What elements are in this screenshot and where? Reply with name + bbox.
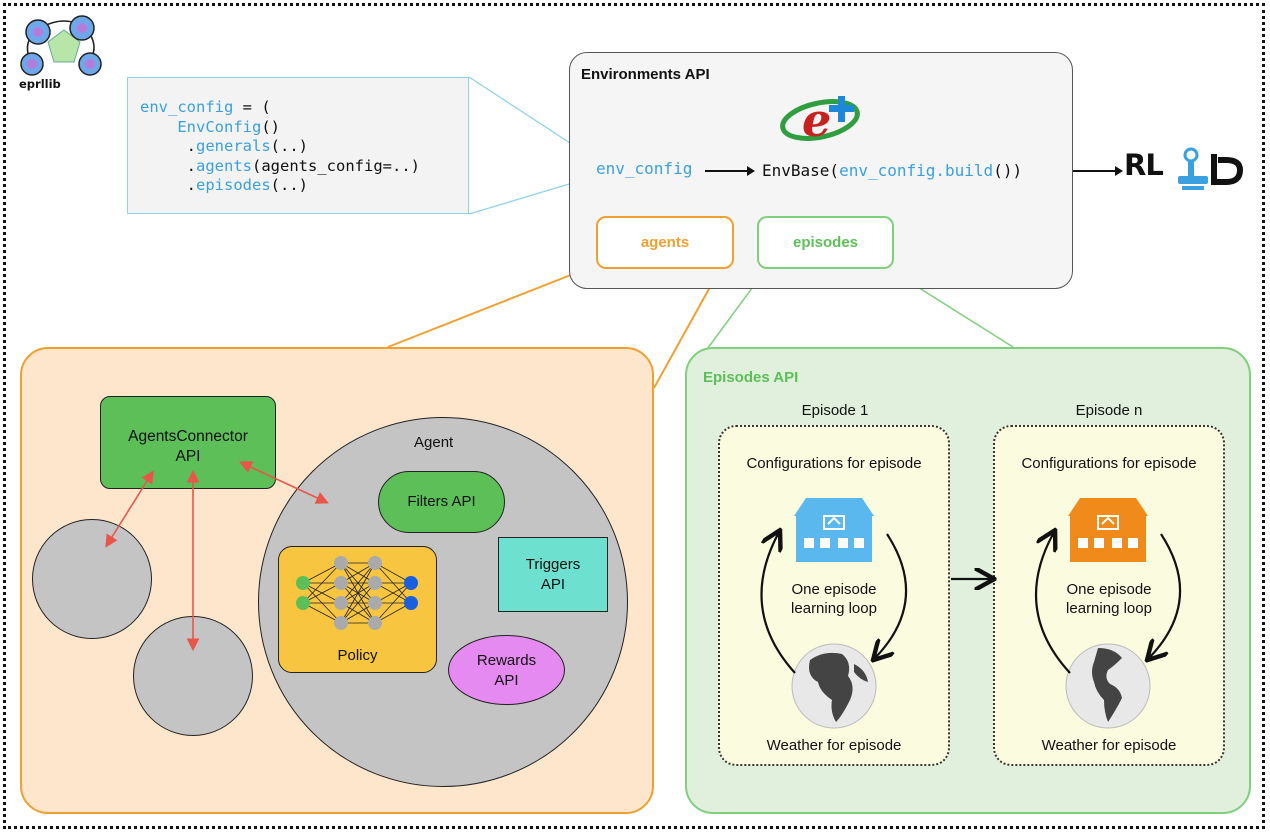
code-agents-args: (agents_config=..) <box>252 156 420 175</box>
episode-1-loop-line2: learning loop <box>791 600 877 617</box>
agents-connector-line2: API <box>175 448 201 465</box>
arrow-to-rllib <box>1073 166 1123 176</box>
code-dot: . <box>186 176 197 194</box>
envbase-build: env_config.build <box>839 161 994 180</box>
rewards-api: Rewards API <box>448 635 565 705</box>
episode-n-loop-arrow-right <box>1150 533 1182 657</box>
outer-frame <box>3 3 1265 829</box>
episode-1-loop-arrow-right <box>876 533 908 657</box>
svg-text:e: e <box>802 93 831 147</box>
code-envconfig: EnvConfig <box>177 117 262 136</box>
triggers-api: Triggers API <box>498 537 608 612</box>
episode-1-loop-line1: One episode <box>791 581 877 598</box>
rllib-logo-text: RL <box>1124 148 1164 182</box>
code-assign: = ( <box>233 98 271 116</box>
code-dot: . <box>186 156 197 175</box>
rewards-line1: Rewards <box>476 652 537 669</box>
agents-connector-left <box>387 268 587 348</box>
house-icon-orange <box>1068 498 1148 562</box>
rewards-line2: API <box>494 672 519 689</box>
code-envconfig-paren: () <box>261 117 280 136</box>
arrow-connector-agent <box>239 461 329 504</box>
code-episodes: episodes <box>196 176 271 194</box>
globe-icon-americas <box>1065 643 1151 729</box>
episode-n-loop: One episode learning loop <box>993 580 1225 618</box>
code-episodes-args: (..) <box>270 176 308 194</box>
envbase-call: EnvBase(env_config.build()) <box>762 161 1022 180</box>
agents-pill: agents <box>596 216 734 269</box>
envbase-prefix: EnvBase( <box>762 161 840 180</box>
code-agents: agents <box>196 156 253 175</box>
triggers-line2: API <box>540 576 566 593</box>
rllib-logo-icon <box>1178 147 1244 190</box>
triggers-line1: Triggers <box>525 556 581 573</box>
arrow-connector-circle1 <box>105 470 154 548</box>
policy-label: Policy <box>337 647 378 664</box>
episode-n-weather: Weather for episode <box>1041 737 1177 754</box>
episodes-pill: episodes <box>757 216 894 269</box>
house-icon-blue <box>794 498 874 562</box>
policy-box: Policy <box>278 546 437 673</box>
code-generals: generals <box>196 137 271 155</box>
code-dot: . <box>186 137 197 155</box>
globe-icon-africa <box>791 643 877 729</box>
episode-1-title: Episode 1 <box>801 402 869 419</box>
env-config-label: env_config <box>596 159 693 178</box>
neural-network-icon <box>296 556 418 630</box>
episode-n-config: Configurations for episode <box>1021 455 1197 472</box>
eprllib-logo <box>20 15 102 76</box>
env-config-code: env_config = ( EnvConfig() .generals(..)… <box>127 77 469 214</box>
episode-n-loop-arrow-left <box>1035 534 1071 674</box>
code-generals-args: (..) <box>270 137 308 155</box>
episode-n-loop-line1: One episode <box>1066 581 1152 598</box>
environments-api-title: Environments API <box>581 66 710 83</box>
episode-1-loop-arrow-left <box>760 534 796 674</box>
agents-connector-line1: AgentsConnector <box>128 428 248 445</box>
eprllib-logo-label: eprllib <box>19 77 61 91</box>
arrow-to-envbase <box>705 166 755 176</box>
energyplus-logo: e <box>780 93 860 147</box>
episode-1-loop: One episode learning loop <box>718 580 950 618</box>
agent-label: Agent <box>414 434 454 451</box>
envbase-suffix: ()) <box>993 161 1023 180</box>
filters-api: Filters API <box>378 471 505 533</box>
episode-n-title: Episode n <box>1075 402 1143 419</box>
code-env-config: env_config <box>140 98 234 116</box>
episode-1-weather: Weather for episode <box>766 737 902 754</box>
episode-n-loop-line2: learning loop <box>1066 600 1152 617</box>
episodes-api-title: Episodes API <box>703 369 799 386</box>
episode-1-config: Configurations for episode <box>746 455 922 472</box>
